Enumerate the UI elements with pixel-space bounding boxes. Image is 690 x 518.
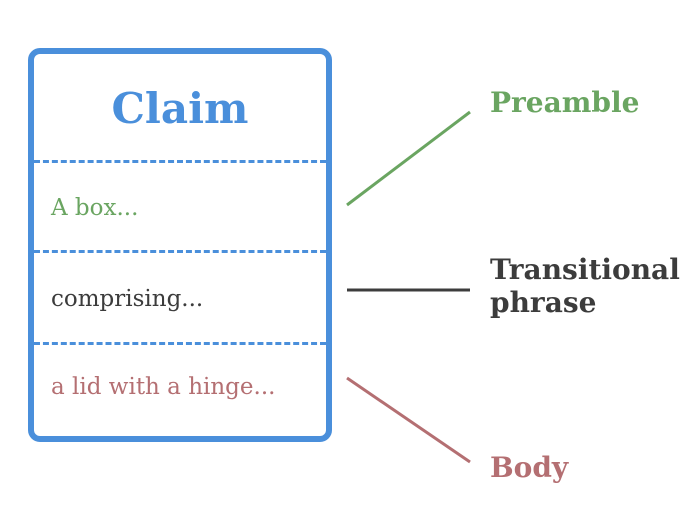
claim-box: Claim A box... comprising... a lid with … [28, 48, 332, 442]
body-section-text: a lid with a hinge... [51, 374, 276, 400]
body-connector [346, 376, 471, 464]
section-divider [34, 250, 326, 253]
section-divider [34, 342, 326, 345]
preamble-label: Preamble [490, 86, 640, 119]
body-label: Body [490, 451, 569, 484]
preamble-section-text: A box... [51, 195, 139, 221]
preamble-connector [346, 110, 471, 207]
transitional-section-text: comprising... [51, 286, 204, 312]
transitional-phrase-label: Transitional phrase [490, 253, 680, 319]
transitional-label-line2: phrase [490, 286, 597, 320]
transitional-label-line1: Transitional [490, 253, 680, 286]
claim-title: Claim [111, 84, 249, 133]
section-divider [34, 160, 326, 163]
